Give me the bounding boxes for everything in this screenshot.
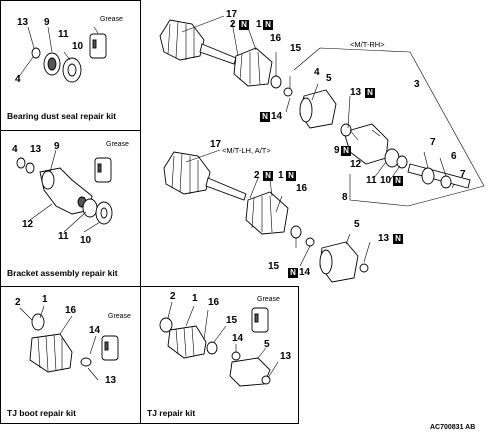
callout-4: 4 [314, 67, 320, 78]
callout-14: 14 [299, 267, 311, 278]
callout-13: 13 [30, 144, 42, 155]
callout-1: 1 [278, 170, 284, 181]
callout-6: 6 [451, 151, 457, 162]
callout-1: 1 [256, 19, 262, 30]
callout-15: 15 [290, 43, 302, 54]
new-part-mark: N [263, 20, 273, 30]
dust-seal-ring-small [31, 47, 41, 59]
rh-inner-shaft [407, 163, 471, 189]
callout-13: 13 [378, 233, 390, 244]
new-part-mark: N [341, 146, 351, 156]
rh-tj-housing [299, 89, 337, 129]
callout-13: 13 [350, 87, 362, 98]
new-part-mark: N [288, 268, 298, 278]
bracket-bearing-11 [82, 198, 98, 218]
callout-16: 16 [208, 297, 220, 308]
new-part-mark: N [286, 171, 296, 181]
new-part-mark: N [239, 20, 249, 30]
callout-16: 16 [65, 305, 77, 316]
callout-8: 8 [342, 192, 348, 203]
callout-12: 12 [350, 159, 362, 170]
callout-5: 5 [264, 339, 270, 350]
callout-17: 17 [226, 9, 238, 20]
callout-11: 11 [58, 231, 69, 242]
callout-2: 2 [15, 297, 21, 308]
callout-14: 14 [271, 111, 283, 122]
grease-label-3: Grease [108, 313, 131, 320]
grease-pack-4 [251, 307, 269, 333]
bracket-seal-13 [25, 162, 35, 174]
new-part-mark: N [263, 171, 273, 181]
grease-pack-3 [101, 335, 119, 361]
kit-title-tj: TJ repair kit [147, 408, 196, 418]
callout-7: 7 [430, 137, 436, 148]
grease-pack-2 [94, 157, 112, 183]
callout-15: 15 [226, 315, 238, 326]
callout-15: 15 [268, 261, 280, 272]
new-part-mark: N [260, 112, 270, 122]
callout-16: 16 [270, 33, 282, 44]
kit-title-bearing-dust-seal: Bearing dust seal repair kit [7, 111, 117, 121]
callout-14: 14 [232, 333, 244, 344]
callout-12: 12 [22, 219, 34, 230]
callout-14: 14 [89, 325, 101, 336]
callout-2: 2 [254, 170, 260, 181]
variant-mt-lh-at: <M/T-LH, A/T> [222, 146, 271, 155]
callout-11: 11 [366, 175, 377, 186]
bracket-seal-10 [95, 201, 113, 225]
callout-7: 7 [460, 169, 466, 180]
callout-13: 13 [280, 351, 292, 362]
lh-shaft [205, 177, 247, 201]
callout-4: 4 [15, 74, 21, 85]
lh-bj-boot [163, 151, 211, 195]
callout-10: 10 [80, 235, 92, 246]
kit-title-bracket-assembly: Bracket assembly repair kit [7, 268, 118, 278]
variant-mt-rh: <M/T-RH> [350, 40, 385, 49]
callout-13: 13 [17, 17, 29, 28]
callout-2: 2 [170, 291, 176, 302]
callout-3: 3 [414, 79, 420, 90]
figure-id: AC700831 AB [430, 424, 476, 431]
tj-kit-panel [140, 286, 299, 424]
callout-13: 13 [105, 375, 117, 386]
callout-1: 1 [42, 294, 48, 305]
callout-11: 11 [58, 29, 69, 40]
rh-bracket-lines [293, 47, 485, 207]
new-part-mark: N [393, 234, 403, 244]
tj-boot-assembly [29, 313, 92, 373]
callout-5: 5 [354, 219, 360, 230]
dust-seal-10 [62, 57, 82, 83]
rh-tj-boot [233, 47, 293, 97]
grease-label-4: Grease [257, 296, 280, 303]
grease-label-2: Grease [106, 141, 129, 148]
callout-9: 9 [44, 17, 50, 28]
callout-17: 17 [210, 139, 222, 150]
dust-seal-9 [43, 52, 61, 76]
callout-5: 5 [326, 73, 332, 84]
callout-9: 9 [334, 145, 340, 156]
callout-4: 4 [12, 144, 18, 155]
lh-tj-boot [245, 191, 315, 247]
callout-10: 10 [380, 175, 392, 186]
callout-1: 1 [192, 293, 198, 304]
lh-tj-housing [319, 241, 369, 283]
callout-16: 16 [296, 183, 308, 194]
callout-9: 9 [54, 141, 60, 152]
new-part-mark: N [393, 176, 403, 186]
callout-2: 2 [230, 19, 236, 30]
grease-label-1: Grease [100, 16, 123, 23]
rh-shaft [199, 43, 237, 65]
kit-title-tj-boot: TJ boot repair kit [7, 408, 76, 418]
grease-pack-1 [89, 33, 107, 59]
callout-10: 10 [72, 41, 84, 52]
bracket-ring-4 [16, 157, 26, 169]
new-part-mark: N [365, 88, 375, 98]
